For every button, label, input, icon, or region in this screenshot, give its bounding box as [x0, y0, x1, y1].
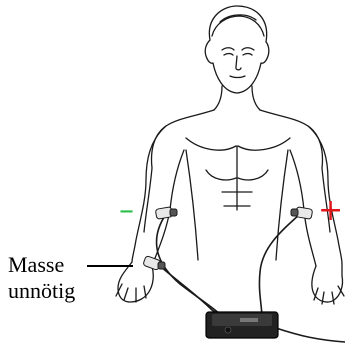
annotation-leader-line [87, 265, 133, 267]
neck-outline [214, 86, 222, 110]
cable-left-upper [157, 214, 222, 316]
torso-outline [144, 110, 214, 232]
right-hand [312, 264, 343, 302]
electrode-wrist [143, 256, 165, 271]
cable-left-lower [160, 266, 222, 318]
electrode-right-arm [291, 207, 313, 220]
cable-output [276, 328, 345, 342]
positive-electrode-sign: + [318, 196, 343, 226]
annotation-masse: Masse [8, 254, 64, 276]
negative-electrode-sign: – [119, 196, 134, 226]
cable-right [259, 214, 300, 318]
electrode-left-arm [155, 207, 177, 220]
recording-device [206, 312, 278, 338]
head-outline [205, 6, 269, 93]
annotation-unnoetig: unnötig [8, 280, 75, 302]
